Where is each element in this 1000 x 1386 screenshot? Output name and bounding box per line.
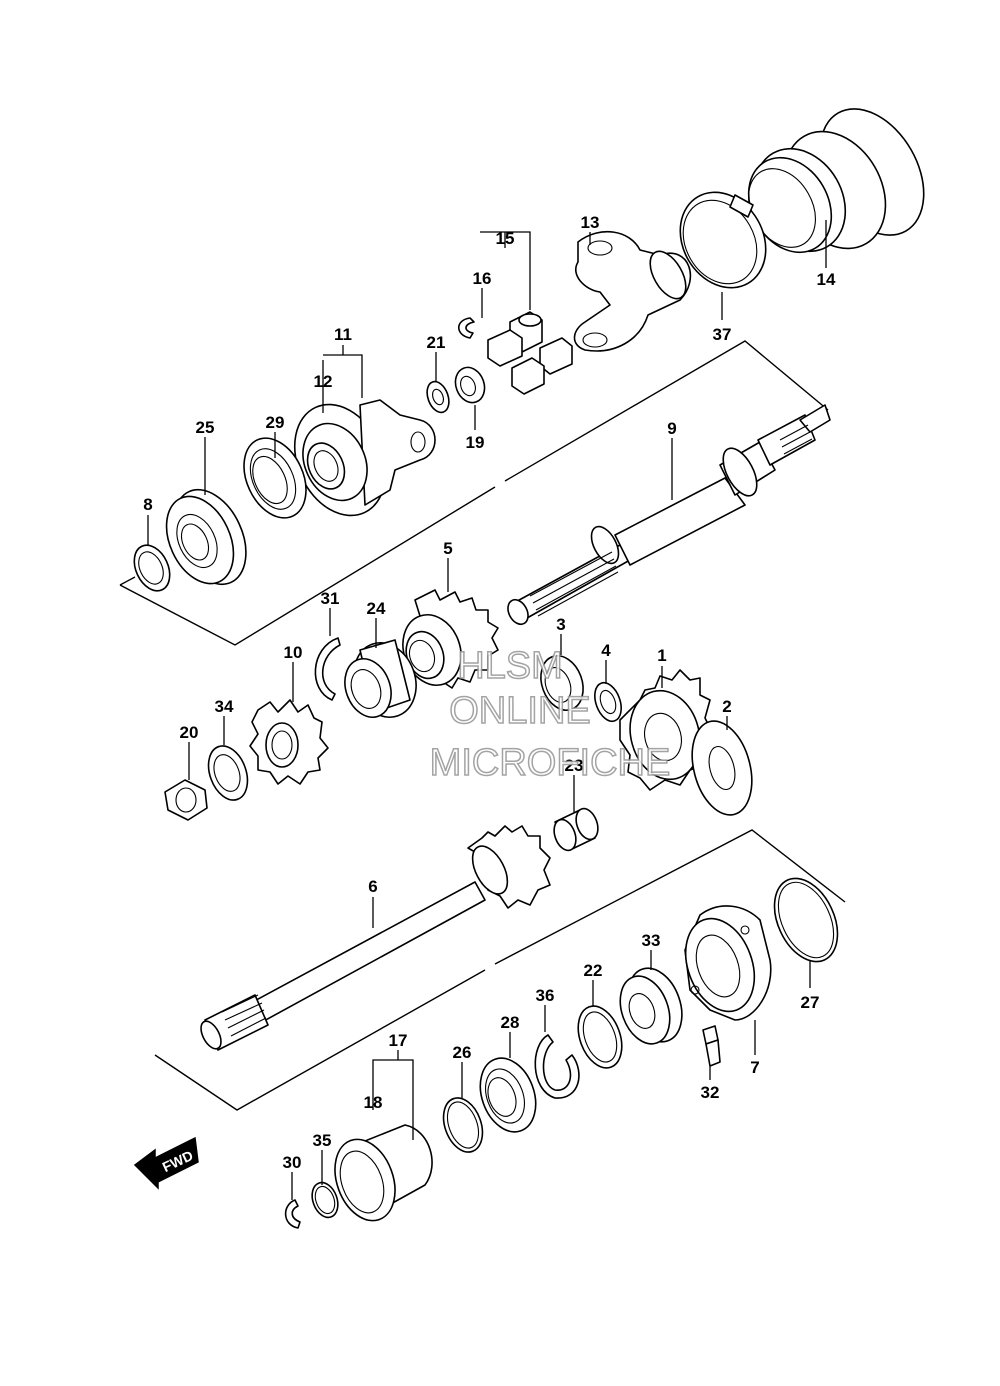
flange-yoke-part[interactable]: [277, 390, 436, 531]
bolt-32[interactable]: [702, 1025, 721, 1067]
callout-4[interactable]: 4: [601, 641, 611, 660]
part-number-labels: 1 2 3 4 5 6 7 8 9 10 11 12 13 14 15 16 1…: [143, 213, 836, 1172]
callout-3[interactable]: 3: [556, 615, 565, 634]
callout-12[interactable]: 12: [314, 372, 333, 391]
callout-20[interactable]: 20: [180, 723, 199, 742]
callout-29[interactable]: 29: [266, 413, 285, 432]
reference-plane-lower: [154, 829, 846, 1111]
callout-34[interactable]: 34: [215, 697, 234, 716]
needle-bearing-23[interactable]: [550, 806, 602, 854]
callout-36[interactable]: 36: [536, 986, 555, 1005]
watermark-line-1: HLSM: [457, 645, 563, 687]
callout-15[interactable]: 15: [496, 229, 515, 248]
callout-2[interactable]: 2: [722, 697, 731, 716]
callout-1[interactable]: 1: [657, 646, 666, 665]
yoke-part[interactable]: [573, 230, 693, 352]
ring-35[interactable]: [308, 1179, 343, 1221]
bearing-25[interactable]: [153, 478, 260, 596]
callout-27[interactable]: 27: [801, 993, 820, 1012]
callout-18[interactable]: 18: [364, 1093, 383, 1112]
washer-8[interactable]: [127, 539, 176, 596]
reference-plane-upper: [119, 340, 829, 646]
clamp-part[interactable]: [663, 177, 782, 304]
leader-lines: [147, 220, 827, 1200]
callout-26[interactable]: 26: [453, 1043, 472, 1062]
callout-17[interactable]: 17: [389, 1031, 408, 1050]
drive-shaft-9[interactable]: [504, 404, 831, 628]
snap-ring-16[interactable]: [457, 317, 475, 339]
bearing-33[interactable]: [611, 961, 691, 1051]
callout-25[interactable]: 25: [196, 418, 215, 437]
needle-bearing-24[interactable]: [337, 634, 426, 726]
callout-10[interactable]: 10: [284, 643, 303, 662]
callout-13[interactable]: 13: [581, 213, 600, 232]
nut-19[interactable]: [451, 363, 490, 406]
bearing-housing-7[interactable]: [674, 905, 772, 1021]
oil-seal-28[interactable]: [471, 1050, 546, 1139]
sleeve-18[interactable]: [324, 1124, 433, 1229]
callout-7[interactable]: 7: [750, 1058, 759, 1077]
callout-23[interactable]: 23: [565, 756, 584, 775]
circlip-36[interactable]: [534, 1034, 580, 1099]
washer-21[interactable]: [423, 379, 453, 416]
callout-22[interactable]: 22: [584, 961, 603, 980]
callout-9[interactable]: 9: [667, 419, 676, 438]
watermark-line-2: ONLINE: [449, 690, 590, 732]
callout-11[interactable]: 11: [334, 325, 352, 344]
bearing-3[interactable]: [534, 650, 591, 716]
bevel-gear-1[interactable]: [619, 669, 713, 791]
callout-31[interactable]: 31: [321, 589, 340, 608]
callout-16[interactable]: 16: [473, 269, 492, 288]
callout-19[interactable]: 19: [466, 433, 485, 452]
callout-14[interactable]: 14: [817, 270, 836, 289]
callout-8[interactable]: 8: [143, 495, 152, 514]
shim-22[interactable]: [570, 1000, 629, 1074]
circlip-31[interactable]: [314, 637, 341, 701]
o-ring-26[interactable]: [437, 1093, 490, 1158]
nut-20[interactable]: [164, 779, 208, 821]
callout-28[interactable]: 28: [501, 1013, 520, 1032]
callout-6[interactable]: 6: [368, 877, 377, 896]
circlip-30[interactable]: [284, 1199, 301, 1229]
watermark: HLSM ONLINE MICROFICHE: [429, 644, 671, 785]
callout-21[interactable]: 21: [427, 333, 446, 352]
callout-30[interactable]: 30: [283, 1153, 302, 1172]
callout-5[interactable]: 5: [443, 539, 452, 558]
washer-34[interactable]: [202, 741, 255, 806]
watermark-line-3: MICROFICHE: [430, 742, 671, 784]
washer-4[interactable]: [590, 679, 626, 725]
callout-37[interactable]: 37: [713, 325, 732, 344]
boot-part[interactable]: [732, 91, 945, 268]
callout-35[interactable]: 35: [313, 1131, 332, 1150]
shaft-6[interactable]: [197, 825, 551, 1052]
callout-33[interactable]: 33: [642, 931, 661, 950]
callout-24[interactable]: 24: [367, 599, 386, 618]
callout-32[interactable]: 32: [701, 1083, 720, 1102]
universal-joint-cross[interactable]: [487, 311, 573, 395]
bevel-gear-5[interactable]: [393, 589, 499, 693]
forward-direction-badge: FWD: [133, 1136, 199, 1190]
pinion-gear-10[interactable]: [249, 699, 329, 785]
o-ring-27[interactable]: [762, 868, 850, 971]
thrust-washer-2[interactable]: [683, 714, 762, 821]
oil-seal-29[interactable]: [232, 428, 318, 528]
